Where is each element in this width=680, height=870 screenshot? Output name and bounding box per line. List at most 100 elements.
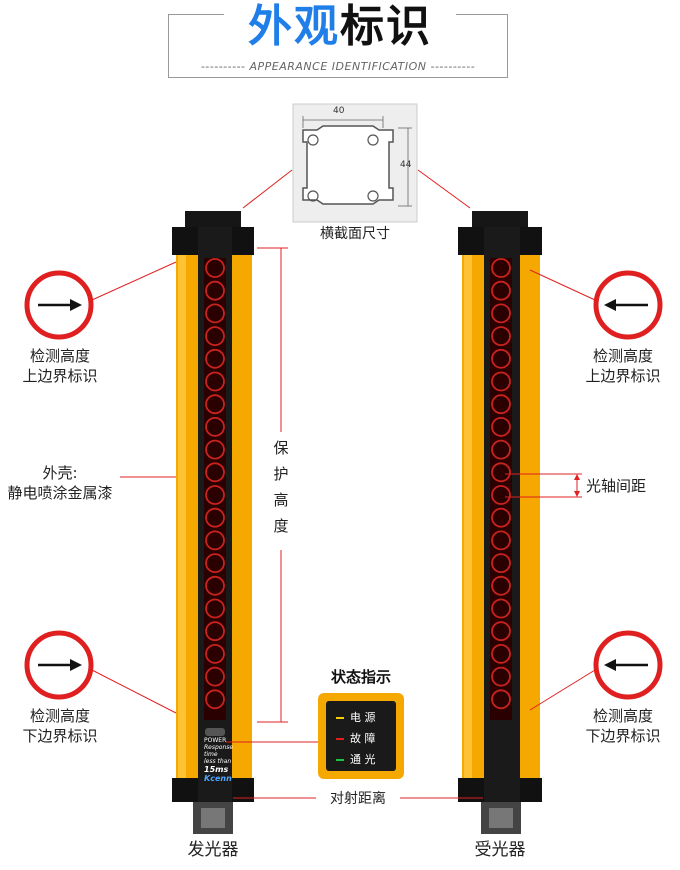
lens-ring — [205, 644, 225, 664]
lens-ring — [205, 303, 225, 324]
protect-char-3: 高 — [273, 491, 289, 509]
right-bottom-label-line2: 下边界标识 — [585, 727, 661, 745]
power-text: POWER — [204, 737, 227, 744]
lens-ring — [205, 507, 225, 528]
lens-ring — [205, 530, 225, 551]
right-bottom-label: 检测高度 下边界标识 — [566, 706, 680, 746]
right-top-label: 检测高度 上边界标识 — [566, 346, 680, 386]
right-top-label-line2: 上边界标识 — [585, 367, 661, 385]
response-ms-text: 15ms — [204, 765, 229, 774]
protect-height-bracket — [257, 247, 288, 723]
lens-ring — [205, 485, 225, 505]
protect-height-label: 保 护 高 度 — [271, 438, 291, 536]
less-than-text: less than — [204, 758, 232, 765]
lens-ring — [491, 348, 511, 369]
right-bottom-marker — [529, 630, 663, 711]
left-top-marker — [24, 261, 177, 340]
right-bottom-label-line1: 检测高度 — [592, 707, 653, 725]
lens-ring — [205, 394, 225, 415]
lens-ring — [205, 689, 225, 710]
lens-ring — [205, 348, 225, 369]
lens-ring — [205, 280, 225, 301]
lens-ring — [491, 326, 511, 347]
lens-ring — [491, 553, 511, 573]
shell-label-line2: 静电喷涂金属漆 — [7, 484, 113, 502]
lens-ring — [491, 258, 511, 278]
emitter-info-panel: POWER Response time less than 15ms Kcenn — [204, 737, 234, 783]
light-led-icon — [336, 759, 344, 761]
lens-ring — [205, 598, 225, 619]
lens-ring — [491, 621, 511, 642]
lens-ring — [491, 485, 511, 505]
right-top-label-line1: 检测高度 — [592, 347, 653, 365]
distance-label: 对射距离 — [330, 791, 386, 807]
lens-ring — [205, 621, 225, 642]
lens-ring — [491, 530, 511, 551]
status-power-label: 电 源 — [350, 711, 376, 724]
cross-width-label: 40 — [333, 106, 345, 116]
response-text: Response — [204, 744, 234, 751]
cross-section-caption: 横截面尺寸 — [320, 226, 390, 242]
lens-ring — [491, 394, 511, 415]
lens-ring — [205, 416, 225, 437]
lens-ring — [205, 258, 225, 278]
emitter-caption: 发光器 — [187, 840, 239, 860]
emitter-lens-column — [205, 258, 225, 710]
cross-section-drawing — [292, 103, 418, 223]
protect-char-1: 保 — [273, 439, 289, 457]
protect-char-4: 度 — [273, 517, 289, 535]
left-top-label: 检测高度 上边界标识 — [0, 346, 120, 386]
lens-ring — [491, 439, 511, 460]
lens-ring — [491, 666, 511, 687]
status-panel: 电 源 故 障 通 光 — [318, 693, 404, 779]
lens-ring — [205, 462, 225, 483]
lens-ring — [491, 598, 511, 619]
status-fault-row: 故 障 — [336, 730, 376, 746]
left-top-label-line1: 检测高度 — [29, 347, 90, 365]
title-rest: 标识 — [340, 1, 432, 52]
lens-ring — [491, 575, 511, 596]
time-text: time — [204, 751, 218, 758]
lens-ring — [491, 280, 511, 301]
lens-ring — [205, 371, 225, 392]
lens-ring — [205, 439, 225, 460]
receiver-tube — [458, 211, 542, 834]
lens-ring — [491, 689, 511, 710]
axis-spacing-marker — [505, 473, 582, 498]
cross-height-label: 44 — [400, 160, 412, 170]
power-led-icon — [336, 717, 344, 719]
shell-label: 外壳: 静电喷涂金属漆 — [0, 463, 120, 503]
page-title: 外观标识 — [0, 0, 680, 54]
header-gap — [224, 10, 456, 26]
lens-ring — [491, 462, 511, 483]
receiver-lens-column — [491, 258, 511, 710]
lens-ring — [491, 507, 511, 528]
lens-ring — [205, 575, 225, 596]
left-top-label-line2: 上边界标识 — [22, 367, 98, 385]
status-power-row: 电 源 — [336, 709, 376, 725]
lens-ring — [205, 326, 225, 347]
left-bottom-marker — [24, 630, 177, 714]
lens-ring — [205, 666, 225, 687]
lens-ring — [491, 644, 511, 664]
axis-spacing-label: 光轴间距 — [586, 477, 647, 495]
right-top-marker — [529, 269, 663, 340]
left-bottom-label-line2: 下边界标识 — [22, 727, 98, 745]
receiver-caption: 受光器 — [474, 840, 526, 860]
lens-ring — [491, 371, 511, 392]
fault-led-icon — [336, 738, 344, 740]
title-highlight: 外观 — [248, 1, 340, 52]
lens-ring — [205, 553, 225, 573]
lens-ring — [491, 303, 511, 324]
left-bottom-label: 检测高度 下边界标识 — [0, 706, 120, 746]
page-subtitle: ---------- APPEARANCE IDENTIFICATION ---… — [200, 60, 476, 73]
status-title: 状态指示 — [330, 668, 391, 686]
shell-label-line1: 外壳: — [42, 464, 78, 482]
brand-logo: Kcenn — [204, 774, 232, 783]
protect-char-2: 护 — [273, 465, 289, 483]
left-bottom-label-line1: 检测高度 — [29, 707, 90, 725]
status-light-label: 通 光 — [350, 753, 376, 766]
status-panel-inner: 电 源 故 障 通 光 — [326, 701, 396, 771]
status-fault-label: 故 障 — [350, 732, 376, 745]
